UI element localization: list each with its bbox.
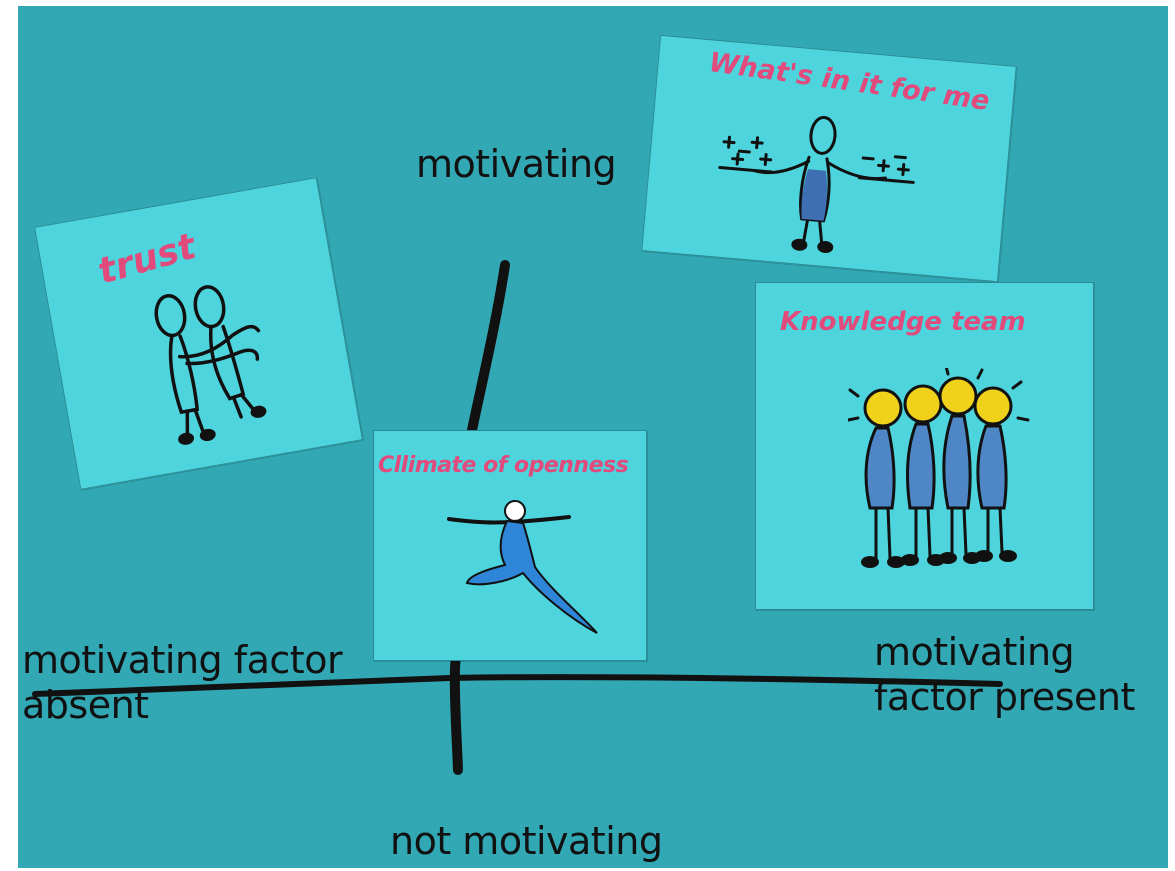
axis-right-label-line1: motivating <box>874 630 1075 674</box>
person-with-plus-minus-icon <box>718 115 915 254</box>
card-knowledge-title: Knowledge team <box>780 307 1026 337</box>
card-openness-title: Cllimate of openness <box>378 453 629 478</box>
card-climate-of-openness: Cllimate of openness <box>373 430 647 661</box>
axis-left-label-line1: motivating factor <box>22 638 343 682</box>
card-whats-in-it-for-me: What's in it for me <box>641 34 1017 283</box>
leaping-dancer-icon <box>447 500 598 634</box>
card-trust-title: trust <box>93 225 201 293</box>
axis-right-label-line2: factor present <box>874 674 1135 719</box>
axis-top-label: motivating <box>416 142 617 186</box>
lightbulb-team-icon <box>848 368 1030 568</box>
card-trust: trust <box>33 177 364 490</box>
card-knowledge-team: Knowledge team <box>755 282 1094 610</box>
two-people-icon <box>154 285 267 445</box>
axis-bottom-label: not motivating <box>390 819 663 863</box>
axis-left-label-line2: absent <box>22 682 149 727</box>
axis-left-label: motivating factor absent <box>22 638 343 728</box>
axis-right-label: motivating factor present <box>874 630 1135 720</box>
